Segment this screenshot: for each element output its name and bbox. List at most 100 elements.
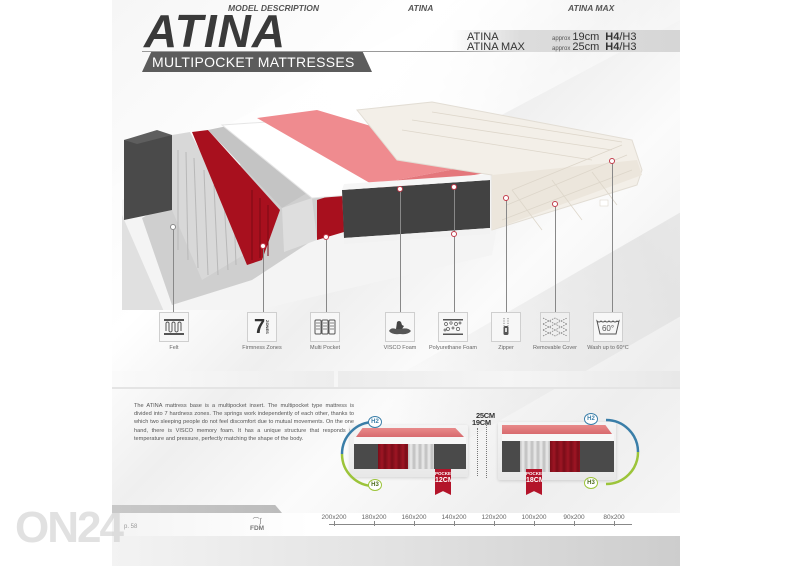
leader-line-zones: [263, 247, 264, 318]
pocket-size: 12CM: [435, 477, 454, 484]
spec-height: 19cm: [572, 31, 600, 43]
visco-foam-icon: [385, 312, 415, 342]
footer-bar: [112, 505, 282, 513]
pocket-ribbon-atina: POCKET 12CM: [435, 469, 451, 495]
marker-dot: [609, 158, 615, 164]
subtitle-bar: [142, 52, 372, 72]
scale-tick: [454, 521, 455, 526]
page-title: ATINA: [144, 5, 287, 57]
spec-name: ATINA: [467, 31, 499, 43]
marker-dot: [323, 234, 329, 240]
wash-icon: 60°: [593, 312, 623, 342]
pocket-springs: [520, 441, 550, 472]
size-scale-line: [329, 524, 632, 525]
page-subtitle: MULTIPOCKET MATTRESSES: [152, 54, 355, 70]
marker-dot: [552, 201, 558, 207]
size-label: 140x200: [441, 514, 467, 521]
feature-label: Wash up to 60°C: [587, 345, 629, 351]
leader-line-polyurethane: [454, 188, 455, 318]
spec-approx: approx: [552, 46, 571, 52]
side-foam: [354, 444, 378, 469]
feature-label: Felt: [169, 345, 179, 351]
footer-band: [112, 536, 680, 566]
marker-dot: [170, 224, 176, 230]
feature-wash: 60° Wash up to 60°C: [582, 312, 634, 352]
h2-badge: H2: [368, 416, 382, 428]
size-label: 180x200: [361, 514, 387, 521]
marker-dot: [451, 184, 457, 190]
atina-height-dimension: [477, 428, 478, 476]
scale-tick: [614, 521, 615, 526]
atina-max-height-dimension: [486, 422, 487, 478]
svg-text:60°: 60°: [602, 324, 614, 333]
feature-felt: Felt: [148, 312, 200, 352]
hardness-arc-atina-max: [605, 418, 640, 486]
brand-logo: ⌒∫ FDM: [250, 518, 264, 533]
spec-hardness-secondary: /H3: [619, 31, 637, 43]
felt-icon: [159, 312, 189, 342]
catalog-page: ATINA MULTIPOCKET MATTRESSES ATINA approx…: [112, 0, 680, 566]
feature-firmness-zones: 7 ZONES Firmness Zones: [236, 312, 288, 352]
pocket-ribbon-atina-max: POCKET 18CM: [526, 469, 542, 495]
footer-area: [112, 513, 680, 538]
pocket-size: 18CM: [526, 477, 545, 484]
feature-polyurethane-foam: Polyurethane Foam: [427, 312, 479, 352]
feature-label: VISCO Foam: [383, 345, 417, 351]
leader-line-pocket: [326, 240, 327, 318]
leader-line-felt: [173, 230, 174, 318]
scale-tick: [494, 521, 495, 526]
size-label: 160x200: [401, 514, 427, 521]
marker-dot: [451, 231, 457, 237]
feature-label: Polyurethane Foam: [429, 345, 477, 351]
size-label: 100x200: [521, 514, 547, 521]
atina-max-cross-section: [498, 422, 616, 480]
feature-label: Zipper: [498, 345, 514, 351]
zones-text: ZONES: [265, 320, 271, 334]
feature-label: Firmness Zones: [242, 345, 282, 351]
h3-badge: H3: [584, 477, 598, 489]
spec-approx: approx: [552, 36, 571, 42]
spec-box: [452, 30, 680, 52]
page-number: p. 58: [124, 524, 138, 530]
tab-divider: [112, 387, 680, 389]
pocket-label: POCKET: [435, 471, 454, 476]
scale-tick: [414, 521, 415, 526]
pocket-springs: [408, 444, 434, 469]
leader-line-cover: [555, 207, 556, 318]
red-pocket-springs: [550, 441, 580, 472]
firmness-zones-icon: 7 ZONES: [247, 312, 277, 342]
marker-dot: [260, 243, 266, 249]
tab-background: [338, 371, 680, 387]
side-foam: [434, 444, 466, 469]
feature-visco-foam: VISCO Foam: [374, 312, 426, 352]
multi-pocket-icon: [310, 312, 340, 342]
scale-tick: [374, 521, 375, 526]
on24-watermark: ON24: [15, 503, 124, 552]
feature-multi-pocket: Multi Pocket: [299, 312, 351, 352]
brand-name: FDM: [250, 525, 265, 532]
spec-name: ATINA MAX: [467, 41, 525, 53]
model-description-text: The ATINA mattress base is a multipocket…: [134, 403, 354, 442]
spec-hardness: H4: [605, 41, 620, 53]
tab-background: [112, 371, 334, 387]
scale-tick: [534, 521, 535, 526]
feature-removable-cover: Removable Cover: [529, 312, 581, 352]
atina-max-height-label: 25CM: [476, 411, 495, 420]
spec-height: 25cm: [572, 41, 600, 53]
side-foam: [502, 441, 520, 472]
side-foam: [580, 441, 614, 472]
atina-cross-section: [350, 425, 468, 477]
leader-line-wash: [612, 162, 613, 318]
spec-hardness-secondary: /H3: [619, 41, 637, 53]
feature-label: Removable Cover: [532, 345, 578, 351]
size-label: 200x200: [321, 514, 347, 521]
title-divider: [142, 51, 680, 52]
leader-line-zipper: [506, 200, 507, 318]
zones-number: 7: [253, 316, 266, 338]
foam-layer: [354, 437, 466, 444]
size-label: 120x200: [481, 514, 507, 521]
marker-dot: [397, 186, 403, 192]
h2-badge: H2: [584, 413, 598, 425]
